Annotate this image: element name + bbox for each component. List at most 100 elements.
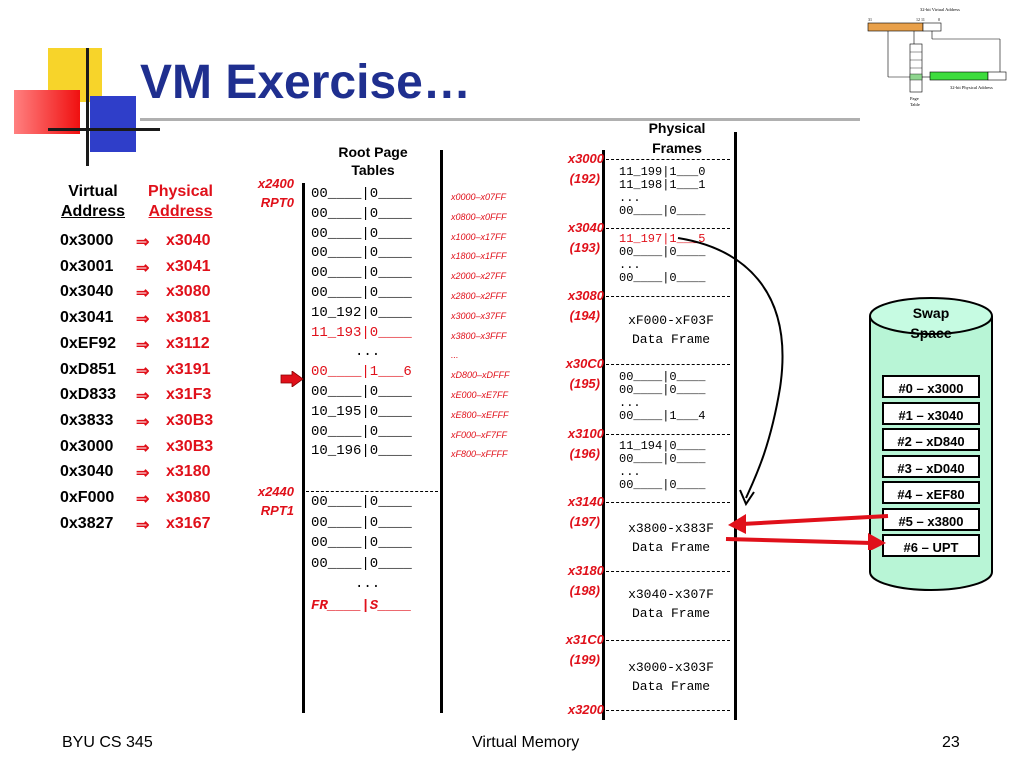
swap-slot: #0 – x3000 xyxy=(882,375,980,398)
frame-197-line: Data Frame xyxy=(631,540,710,555)
rpt1-entry: 00____|0____ xyxy=(311,555,412,572)
rpt0-range: x0000–x07FF xyxy=(451,192,507,202)
thumb-b31: 31 xyxy=(868,17,872,22)
thumb-phys-offset-box xyxy=(987,71,1007,81)
frame-194-line: Data Frame xyxy=(631,332,710,347)
physical-address-value: x3112 xyxy=(166,334,210,352)
rpt0-entry: 10_195|0____ xyxy=(311,403,412,420)
frame-separator xyxy=(606,228,730,229)
corner-decoration xyxy=(0,0,160,170)
rpt0-range: x1000–x17FF xyxy=(451,231,507,242)
swap-in-arrow-shaft xyxy=(741,514,889,526)
thumb-top-label: 32-bit Virtual Address xyxy=(920,7,960,12)
translates-to-arrow-icon: ⇒ xyxy=(136,259,150,277)
rpt0-entry: 00____|0____ xyxy=(311,384,412,400)
rpt0-entry: 00____|0____ xyxy=(311,423,412,440)
thumb-b0: 0 xyxy=(938,17,940,22)
virtual-address-value: 0xD851 xyxy=(60,360,117,378)
footer-topic: Virtual Memory xyxy=(472,734,580,751)
physical-address-value: x3081 xyxy=(166,309,211,327)
blue-square xyxy=(90,96,136,152)
frame-number-label: (192) xyxy=(569,171,600,186)
swap-out-arrow-shaft xyxy=(725,537,873,545)
frame-196-line: 00____|0____ xyxy=(619,452,706,466)
frame-193-line: ... xyxy=(619,258,641,272)
frames-left-bar xyxy=(602,150,605,720)
swap-slot: #5 – x3800 xyxy=(882,507,980,531)
translates-to-arrow-icon: ⇒ xyxy=(136,516,150,534)
frame-194-line: xF000-xF03F xyxy=(628,313,714,328)
rpt0-range: xF800–xFFFF xyxy=(451,449,508,460)
frame-198-line: x3040-x307F xyxy=(628,587,714,602)
rpt0-range: xF000–xF7FF xyxy=(451,429,508,440)
rpt1-entry: ... xyxy=(355,576,381,592)
rpt0-range: x3000–x37FF xyxy=(451,310,507,321)
rpt0-entry: 11_193|0____ xyxy=(311,324,412,341)
swap-header-line1: Swap xyxy=(912,305,950,321)
thumb-b1211: 12 11 xyxy=(916,17,925,22)
frame-number-label: (199) xyxy=(569,652,600,667)
frame-196-line: 00____|0____ xyxy=(619,478,706,492)
rpt0-range: xE000–xE7FF xyxy=(451,390,509,400)
frame-192-line: 11_198|1___1 xyxy=(619,178,706,192)
rpt0-entry: 00____|1___6 xyxy=(311,364,412,381)
rpt0-entry: 00____|0____ xyxy=(311,285,412,301)
frame-separator xyxy=(606,159,730,160)
virtual-address-value: 0xD833 xyxy=(60,386,117,404)
physical-header-line2: Address xyxy=(148,203,213,220)
swap-slot: #3 – xD040 xyxy=(882,454,980,478)
frame-195-line: 00____|1___4 xyxy=(619,409,706,423)
current-entry-arrow-icon xyxy=(280,371,304,387)
frames-header-line1: Physical xyxy=(648,120,706,136)
frame-number-label: (195) xyxy=(569,376,600,391)
frame-separator xyxy=(606,710,730,711)
translates-to-arrow-icon: ⇒ xyxy=(136,439,150,457)
rpt0-name: RPT0 xyxy=(260,195,294,210)
rpt-left-bar xyxy=(302,183,305,713)
swap-header-line2: Space xyxy=(910,325,952,341)
frame-199-line: x3000-x303F xyxy=(628,660,714,675)
rpt-legend: FR____|S____ xyxy=(311,598,412,614)
rpt1-entry: 00____|0____ xyxy=(311,514,412,531)
thumb-pte-highlight xyxy=(909,73,923,81)
address-translation-thumbnail: 32-bit Virtual Address 31 12 11 0 32-bit… xyxy=(867,7,1007,107)
physical-address-value: x30B3 xyxy=(166,411,214,429)
frame-192-line: ... xyxy=(619,191,641,205)
translates-to-arrow-icon: ⇒ xyxy=(136,234,150,251)
rpt0-range: x2800–x2FFF xyxy=(451,291,507,301)
frame-address-label: x3180 xyxy=(567,563,604,578)
rpt0-entry: 00____|0____ xyxy=(311,225,412,242)
rpt1-address: x2440 xyxy=(257,484,294,499)
frame-196-line: ... xyxy=(619,465,641,479)
rpt-right-bar xyxy=(440,150,443,713)
physical-frames-header: Physical Frames xyxy=(622,118,732,158)
swap-in-arrow-icon xyxy=(728,514,746,534)
rpt0-entry: 00____|0____ xyxy=(311,186,412,202)
physical-address-header: Physical Address xyxy=(143,182,218,222)
frame-192-line: 00____|0____ xyxy=(619,204,706,218)
frame-separator xyxy=(606,296,730,297)
slide-title: VM Exercise… xyxy=(140,56,471,109)
rpt0-range: x2000–x27FF xyxy=(451,271,507,282)
physical-address-value: x3041 xyxy=(166,257,211,275)
rpt0-entry: 00____|0____ xyxy=(311,245,412,262)
rpt0-range: ... xyxy=(451,350,459,361)
frame-address-label: x31C0 xyxy=(565,632,604,647)
physical-address-value: x3180 xyxy=(166,463,211,481)
rpt1-entry: 00____|0____ xyxy=(311,494,412,510)
frame-195-line: 00____|0____ xyxy=(619,383,706,397)
title-underline xyxy=(140,118,860,121)
root-header-line1: Root Page xyxy=(338,144,408,160)
swap-slot: #2 – xD840 xyxy=(882,428,980,451)
physical-header-line1: Physical xyxy=(148,183,213,200)
frame-number-label: (197) xyxy=(569,514,600,529)
physical-address-value: x3080 xyxy=(166,489,211,506)
frame-195-line: 00____|0____ xyxy=(619,370,706,384)
frame-separator xyxy=(606,364,730,365)
virtual-header-line1: Virtual xyxy=(68,183,118,200)
swap-slot: #4 – xEF80 xyxy=(882,481,980,504)
frame-193-line: 11_197|1___5 xyxy=(619,232,706,246)
rpt0-entry: 10_192|0____ xyxy=(311,304,412,321)
rpt0-entry: 10_196|0____ xyxy=(311,443,412,460)
frame-separator xyxy=(606,571,730,572)
